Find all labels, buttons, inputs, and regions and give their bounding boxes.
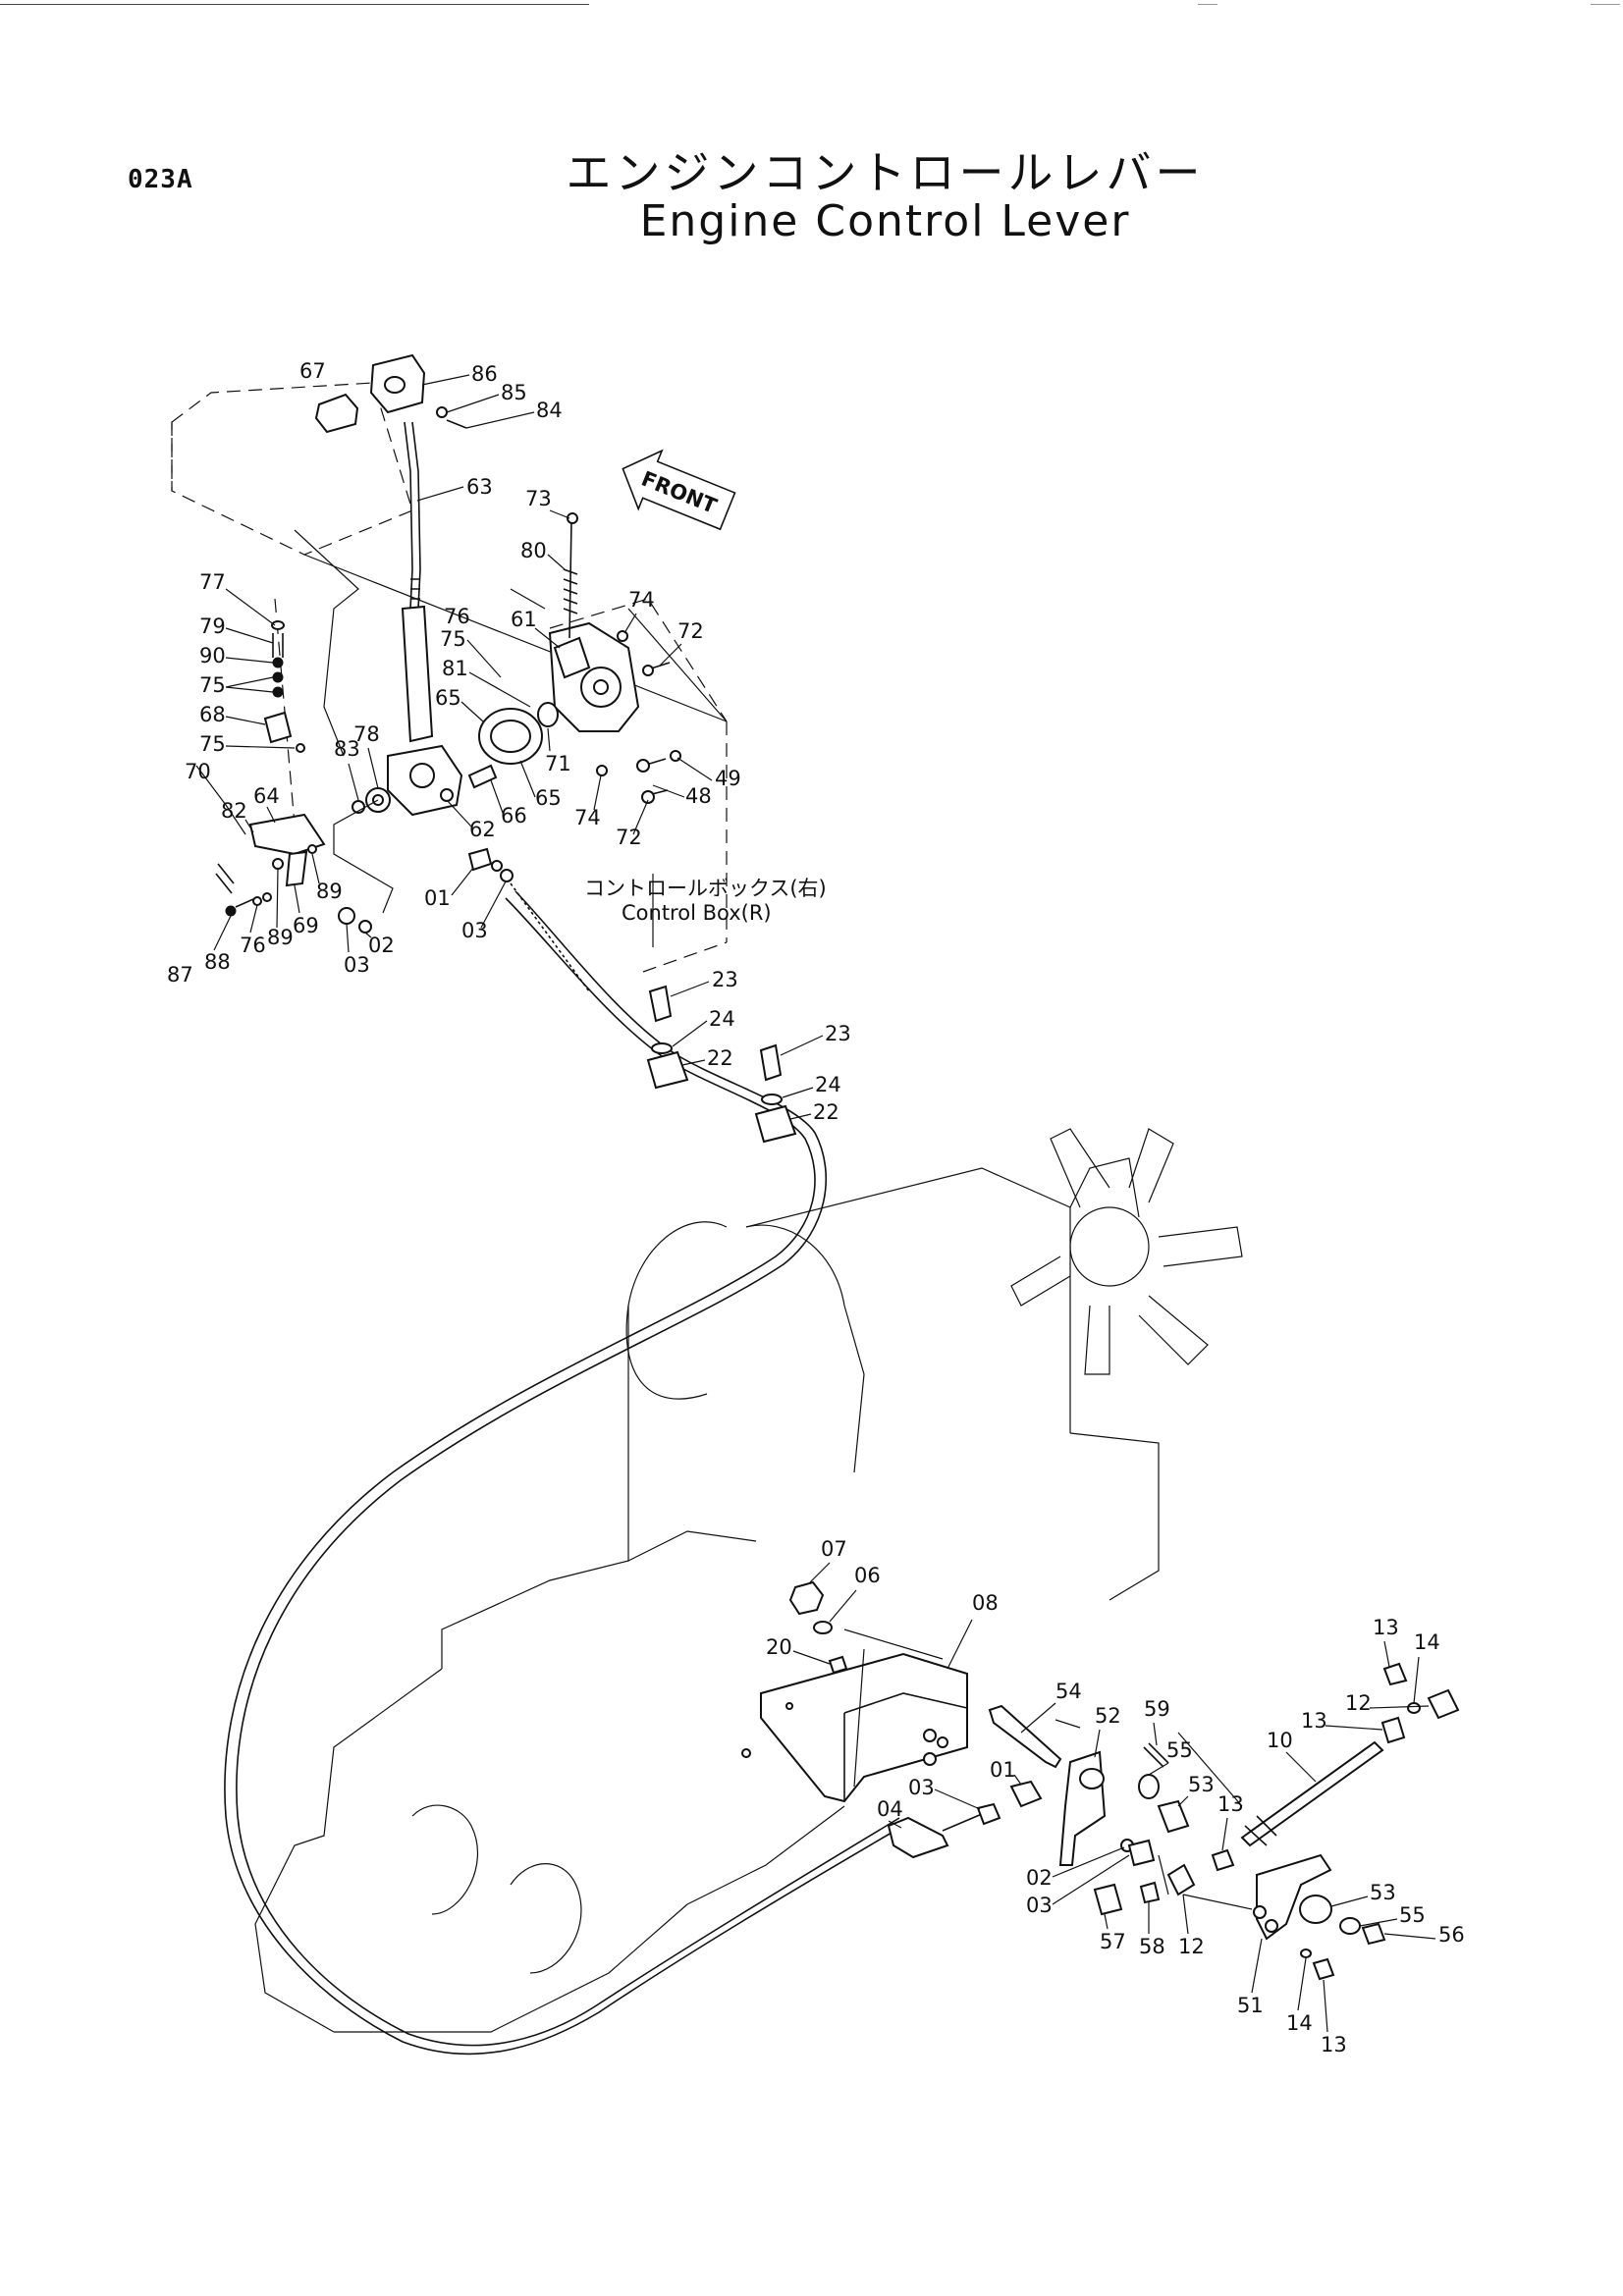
callout-58: 58 <box>1139 1935 1165 1958</box>
callout-22b: 22 <box>813 1100 839 1124</box>
control-box-label-jp: コントロールボックス(右) <box>584 877 827 900</box>
callout-10: 10 <box>1267 1729 1293 1752</box>
callout-01b: 01 <box>990 1758 1016 1782</box>
callout-55b: 55 <box>1399 1903 1426 1927</box>
callout-59: 59 <box>1144 1697 1170 1721</box>
control-box-label-en: Control Box(R) <box>622 901 772 925</box>
callout-61: 61 <box>511 608 537 631</box>
callout-65a: 65 <box>435 686 461 710</box>
callout-90: 90 <box>199 644 226 667</box>
callout-24b: 24 <box>815 1073 841 1096</box>
callout-20: 20 <box>766 1635 792 1659</box>
front-label: FRONT <box>638 467 721 519</box>
callout-72a: 72 <box>677 619 704 643</box>
callout-84: 84 <box>536 399 563 422</box>
cable-clamps <box>646 985 797 1144</box>
callout-89a: 89 <box>316 880 343 903</box>
callout-12a: 12 <box>1178 1935 1205 1958</box>
header-rule-mark <box>1198 4 1217 5</box>
callout-82: 82 <box>221 799 247 823</box>
callout-89b: 89 <box>267 926 294 949</box>
front-arrow-icon: FRONT <box>622 449 736 531</box>
callout-65b: 65 <box>535 786 562 810</box>
callout-68: 68 <box>199 703 226 726</box>
callout-14a: 14 <box>1414 1630 1440 1654</box>
callout-80: 80 <box>520 539 547 562</box>
callout-63: 63 <box>466 475 493 499</box>
callout-74a: 74 <box>628 588 655 612</box>
control-lever-assembly <box>195 353 728 947</box>
callout-08: 08 <box>972 1591 999 1615</box>
callout-71: 71 <box>545 752 571 775</box>
callout-75c: 75 <box>440 627 466 651</box>
callout-57: 57 <box>1100 1930 1126 1953</box>
callout-67: 67 <box>299 359 326 383</box>
callout-13b: 13 <box>1373 1616 1399 1639</box>
callout-23a: 23 <box>712 968 738 991</box>
callout-81: 81 <box>442 657 468 680</box>
callout-12b: 12 <box>1345 1691 1372 1715</box>
callout-76a: 76 <box>444 605 470 628</box>
callout-51: 51 <box>1237 1994 1264 2017</box>
callout-73: 73 <box>525 487 552 510</box>
callout-70: 70 <box>185 760 211 783</box>
callout-48: 48 <box>685 784 712 808</box>
header-rule <box>0 4 589 5</box>
callout-79: 79 <box>199 614 226 638</box>
callout-13d: 13 <box>1321 2033 1347 2056</box>
callout-54: 54 <box>1055 1680 1082 1703</box>
page-title-english: Engine Control Lever <box>639 196 1131 246</box>
callout-01a: 01 <box>424 886 451 910</box>
callout-53b: 53 <box>1370 1881 1396 1904</box>
callout-75b: 75 <box>199 732 226 756</box>
callout-07: 07 <box>821 1537 847 1561</box>
callout-83: 83 <box>334 737 360 761</box>
callout-76b: 76 <box>240 934 266 957</box>
callout-02a: 02 <box>368 934 395 957</box>
callout-24a: 24 <box>709 1007 735 1031</box>
callout-75a: 75 <box>199 673 226 697</box>
header-rule-mark <box>1591 4 1620 5</box>
callout-23b: 23 <box>825 1022 851 1045</box>
callout-69: 69 <box>293 914 319 937</box>
callout-78: 78 <box>353 722 380 746</box>
callout-85: 85 <box>501 381 527 404</box>
page-code: 023A <box>128 165 193 194</box>
callout-77: 77 <box>199 570 226 594</box>
lower-bracket-assembly <box>741 1580 1460 1981</box>
callout-49: 49 <box>715 767 741 790</box>
callout-72b: 72 <box>616 826 642 849</box>
callout-52: 52 <box>1095 1704 1121 1728</box>
callout-88: 88 <box>204 950 231 974</box>
callout-13a: 13 <box>1217 1792 1244 1816</box>
engine-outline <box>254 1128 1243 2033</box>
callout-62: 62 <box>469 818 496 841</box>
callout-64: 64 <box>253 784 280 808</box>
control-cable <box>224 882 904 2056</box>
callout-87: 87 <box>167 963 193 987</box>
callout-14b: 14 <box>1286 2011 1313 2035</box>
callout-55a: 55 <box>1166 1738 1193 1762</box>
callout-74b: 74 <box>574 806 601 829</box>
callout-03c: 03 <box>908 1776 935 1799</box>
callout-03d: 03 <box>1026 1894 1053 1917</box>
callout-86: 86 <box>471 362 498 386</box>
callout-53a: 53 <box>1188 1773 1215 1796</box>
callout-13c: 13 <box>1301 1709 1327 1733</box>
page-title-japanese: エンジンコントロールレバー <box>566 146 1205 199</box>
callout-03b: 03 <box>344 953 370 977</box>
callout-56: 56 <box>1438 1923 1465 1947</box>
callout-06: 06 <box>854 1564 881 1587</box>
callout-04: 04 <box>877 1797 903 1821</box>
callout-02b: 02 <box>1026 1866 1053 1890</box>
callout-22a: 22 <box>707 1046 733 1070</box>
callout-labels: 67 86 85 84 63 73 80 77 79 90 75 68 75 7… <box>167 359 1465 2056</box>
callout-66: 66 <box>501 804 527 828</box>
